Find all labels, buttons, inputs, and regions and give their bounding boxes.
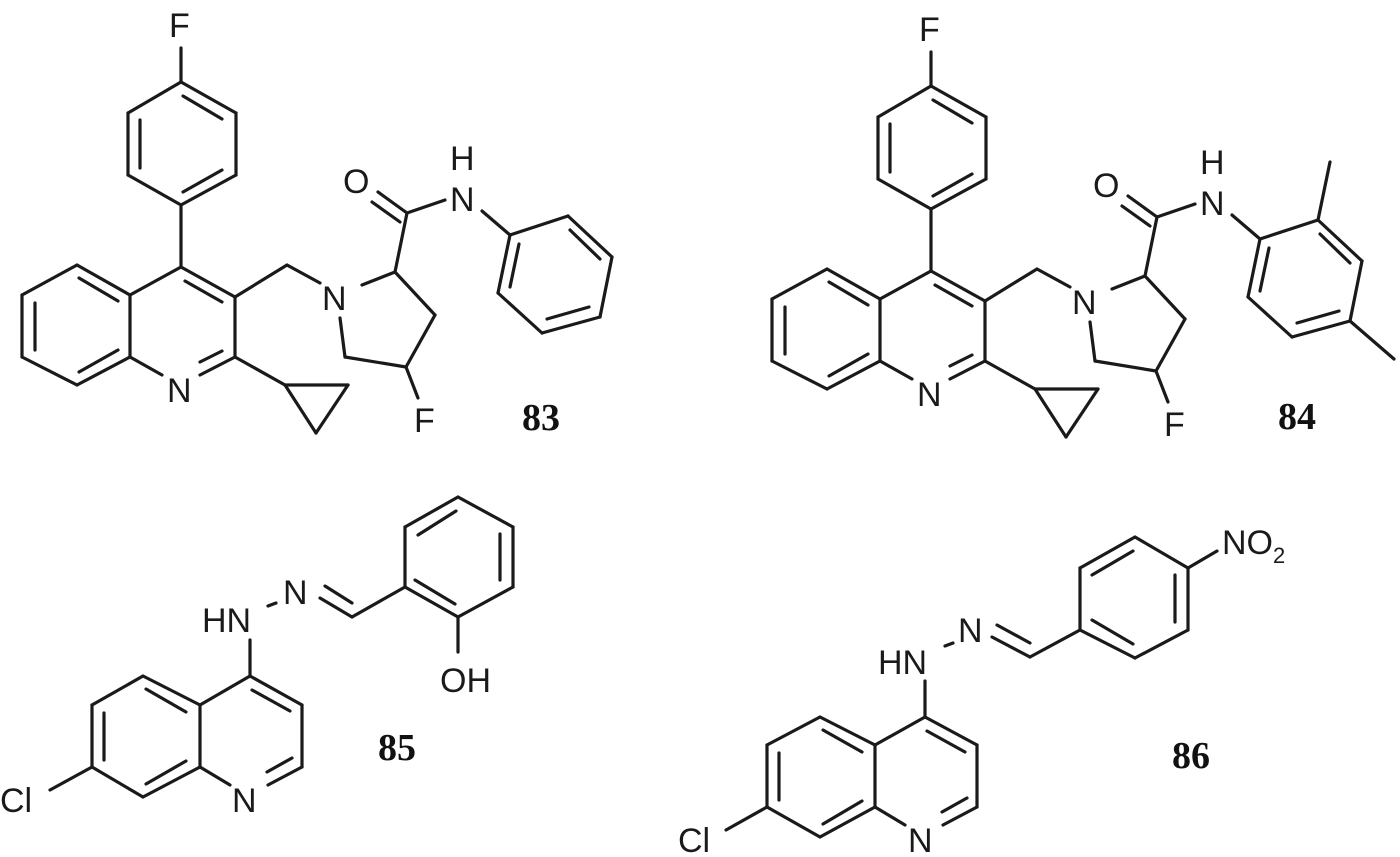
atom-nh-n: N <box>450 181 475 219</box>
quinoline-ring <box>770 267 987 391</box>
compound-86: Cl N HN N NO2 86 <box>678 524 1285 857</box>
atom-n-pyrrolidine: N <box>322 280 347 318</box>
hydroxyphenyl-ring <box>403 495 515 654</box>
atom-cl: Cl <box>678 822 710 857</box>
amide-group <box>1120 194 1262 278</box>
hydrazone-linker <box>248 584 407 678</box>
cyclopropyl <box>233 355 350 435</box>
atom-n-quinoline: N <box>917 376 942 414</box>
atom-n-quinoline: N <box>232 782 257 820</box>
amide-group <box>370 190 512 274</box>
quinoline-ring <box>20 263 237 387</box>
atom-no2: NO2 <box>1222 524 1285 568</box>
atom-f-aryl: F <box>919 11 940 49</box>
compound-label-84: 84 <box>1278 396 1316 438</box>
atom-hn: HN <box>202 602 251 640</box>
dimethylphenyl-ring <box>1246 160 1396 361</box>
atom-hn: HN <box>878 644 927 682</box>
compound-85: Cl N HN N OH 85 <box>0 495 515 820</box>
atom-nh-h: H <box>450 140 475 178</box>
atom-n-quinoline: N <box>167 372 192 410</box>
atom-n-quinoline: N <box>908 822 933 857</box>
fluorophenyl-ring <box>876 50 988 273</box>
atom-nh-h: H <box>1200 144 1225 182</box>
atom-no2-subscript: 2 <box>1273 543 1285 568</box>
hydrazone-linker <box>923 623 1082 719</box>
compound-label-86: 86 <box>1172 735 1210 777</box>
atom-f-pyrrolidine: F <box>1164 406 1185 444</box>
chloroquinoline-ring <box>48 674 304 799</box>
cyclopropyl <box>983 359 1100 439</box>
compound-label-85: 85 <box>378 727 416 769</box>
phenyl-ring <box>496 214 614 335</box>
chloroquinoline-ring <box>724 715 979 839</box>
compound-label-83: 83 <box>522 397 560 439</box>
pyrrolidine-ring <box>1088 274 1187 404</box>
nitrophenyl-ring <box>1078 535 1219 660</box>
atom-o-carbonyl: O <box>343 163 369 201</box>
atom-f-aryl: F <box>169 7 190 45</box>
atom-n-pyrrolidine: N <box>1072 284 1097 322</box>
atom-n-imine: N <box>283 574 308 612</box>
pyrrolidine-ring <box>338 270 437 400</box>
atom-nh-n: N <box>1200 185 1225 223</box>
compound-83: N F N F O N <box>20 7 614 440</box>
atom-o-carbonyl: O <box>1093 167 1119 205</box>
fluorophenyl-ring <box>126 46 238 269</box>
atom-f-pyrrolidine: F <box>414 402 435 440</box>
atom-n-imine: N <box>958 612 983 650</box>
atom-oh: OH <box>440 662 491 700</box>
atom-cl: Cl <box>0 782 32 820</box>
atom-no2-main: NO <box>1222 524 1273 562</box>
compound-84: N F N F O N H <box>770 11 1396 444</box>
